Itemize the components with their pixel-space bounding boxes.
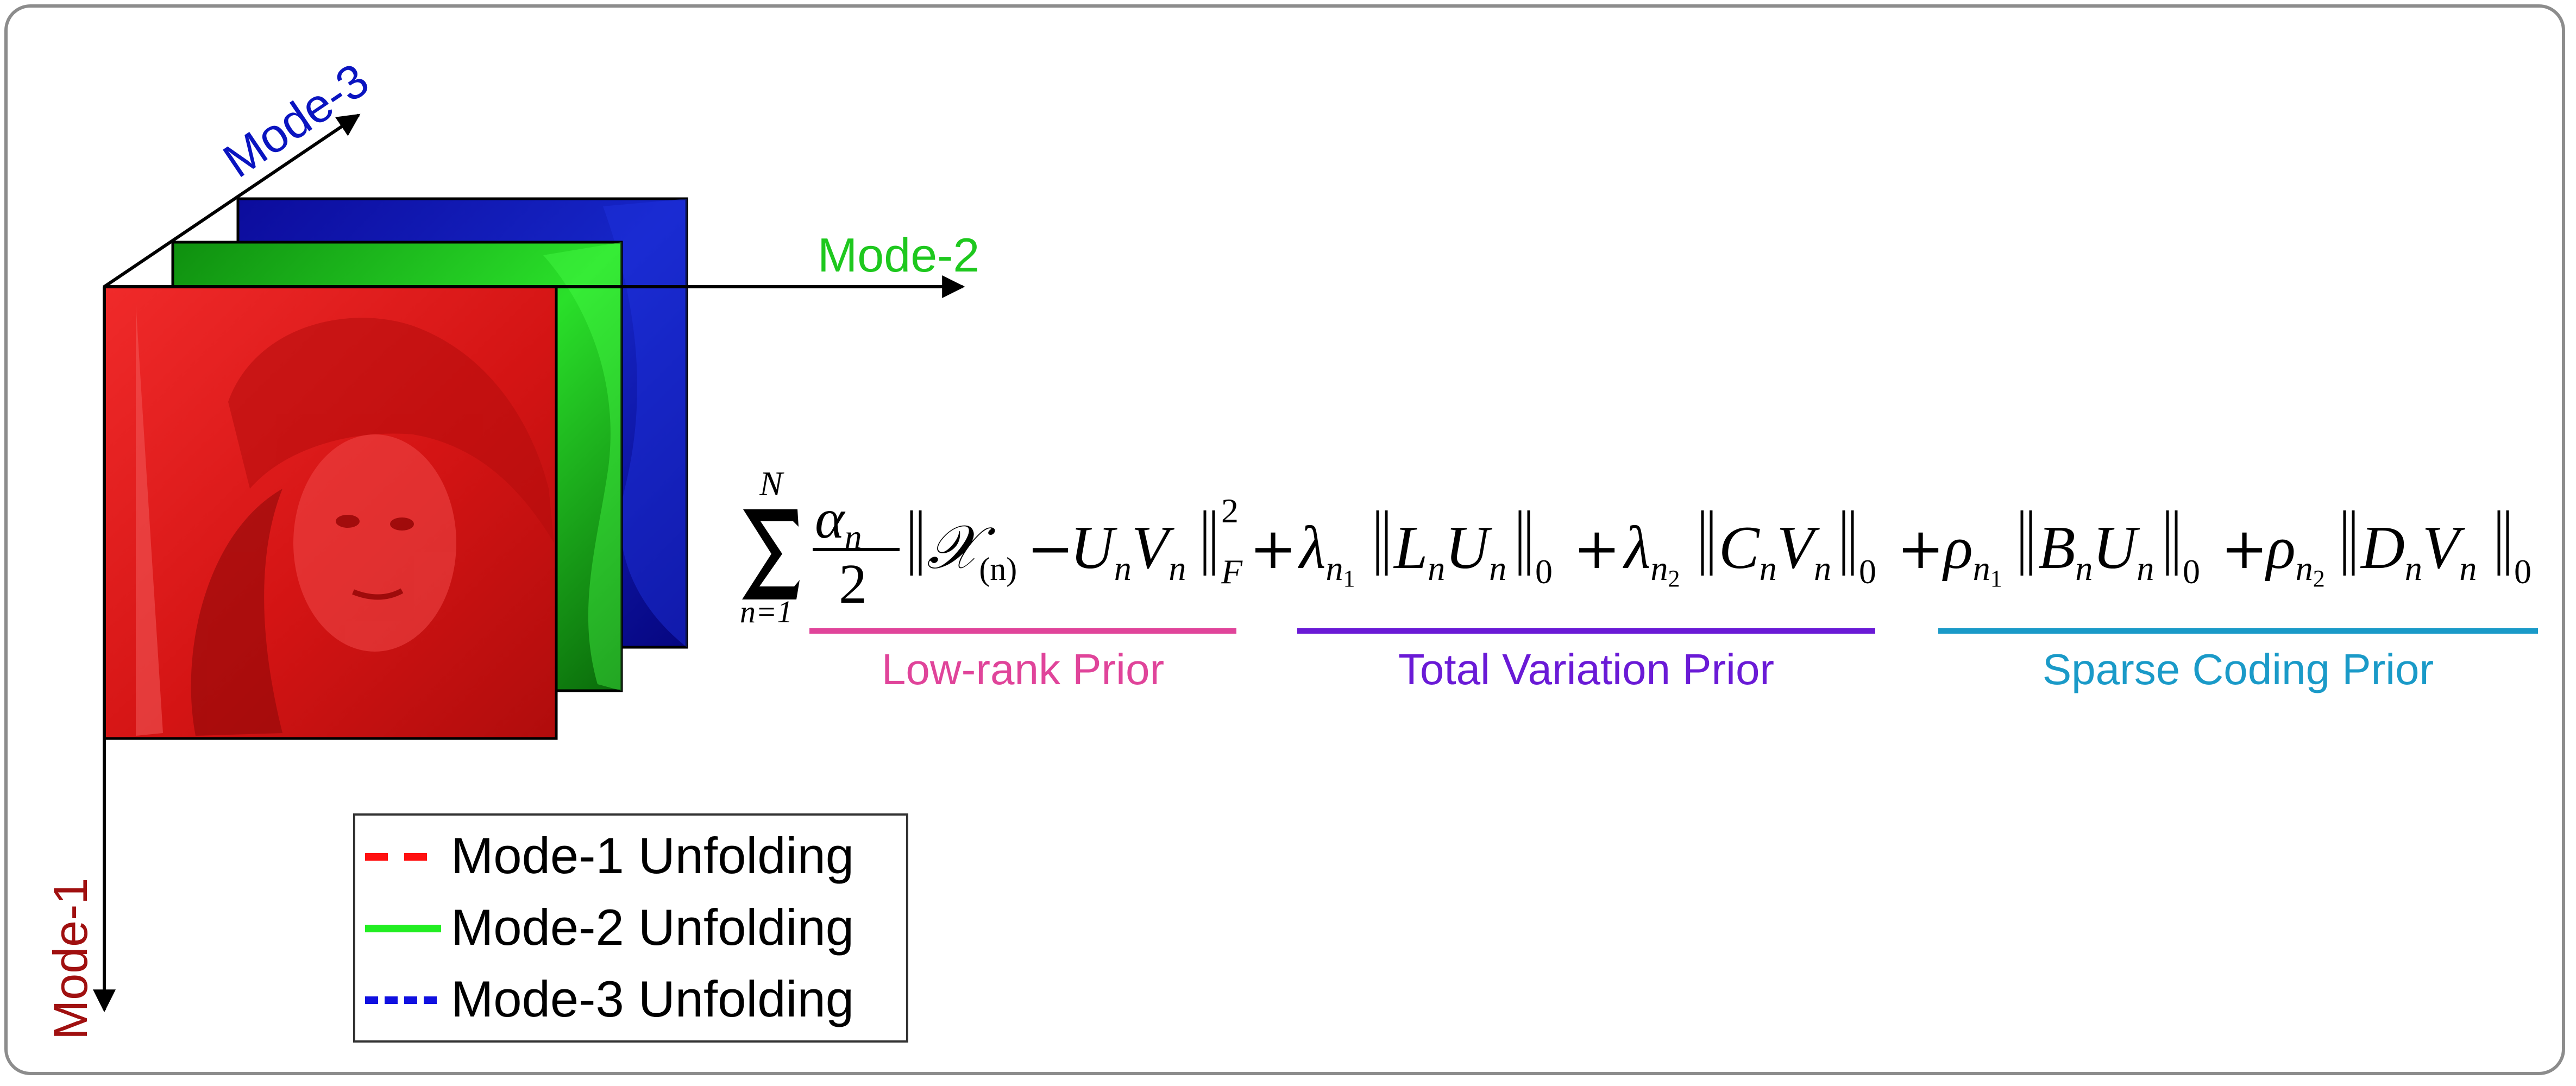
blue-slice-texture (603, 199, 687, 647)
plus-sign: + (2221, 515, 2268, 582)
red-slice-portrait (136, 304, 554, 736)
tensor-x: 𝒳(n) (927, 514, 1017, 587)
plus-sign: + (1573, 515, 1620, 582)
rho-n2: ρn2 (2265, 514, 2325, 592)
term-bnun: BnUn (2038, 514, 2154, 588)
legend-label-mode3: Mode-3 Unfolding (451, 970, 854, 1027)
norm-sub-zero: 0 (2514, 552, 2531, 591)
frac-numerator: αn (815, 488, 862, 556)
plus-sign: + (1897, 515, 1944, 582)
term-unvn: UnVn (1070, 514, 1186, 588)
sum-lower: n=1 (740, 594, 793, 629)
low-rank-label: Low-rank Prior (882, 645, 1164, 693)
norm-sup: 2 (1221, 491, 1239, 530)
frac-denominator: 2 (839, 553, 867, 615)
green-slice-texture (543, 242, 621, 691)
objective-equation: N n=1 αn 2 𝒳(n) − UnVn 2 F + λn1 LnUn 0 … (740, 464, 2531, 629)
norm-sub-zero: 0 (1859, 552, 1876, 591)
norm-sub: F (1221, 552, 1243, 591)
legend-label-mode1: Mode-1 Unfolding (451, 827, 854, 884)
norm-sub-zero: 0 (2183, 552, 2200, 591)
legend: Mode-1 Unfolding Mode-2 Unfolding Mode-3… (353, 813, 908, 1043)
sum-symbol (742, 509, 800, 599)
lambda-n1: λn1 (1298, 514, 1355, 592)
lambda-n2: λn2 (1623, 514, 1680, 592)
rho-n1: ρn1 (1942, 514, 2002, 592)
term-lnun: LnUn (1393, 514, 1506, 588)
norm-sub-zero: 0 (1535, 552, 1553, 591)
plus-sign: + (1249, 515, 1297, 582)
mode3-axis-arrow (103, 113, 361, 288)
term-dnvn: DnVn (2360, 514, 2477, 588)
sparse-coding-label: Sparse Coding Prior (2043, 645, 2434, 693)
term-cnvn: CnVn (1719, 514, 1831, 588)
total-variation-label: Total Variation Prior (1398, 645, 1774, 693)
legend-label-mode2: Mode-2 Unfolding (451, 899, 854, 956)
minus-sign: − (1027, 515, 1074, 582)
legend-box (353, 813, 908, 1043)
sum-upper: N (759, 464, 784, 503)
mode1-label: Mode-1 (43, 878, 97, 1040)
mode2-label: Mode-2 (818, 228, 979, 282)
